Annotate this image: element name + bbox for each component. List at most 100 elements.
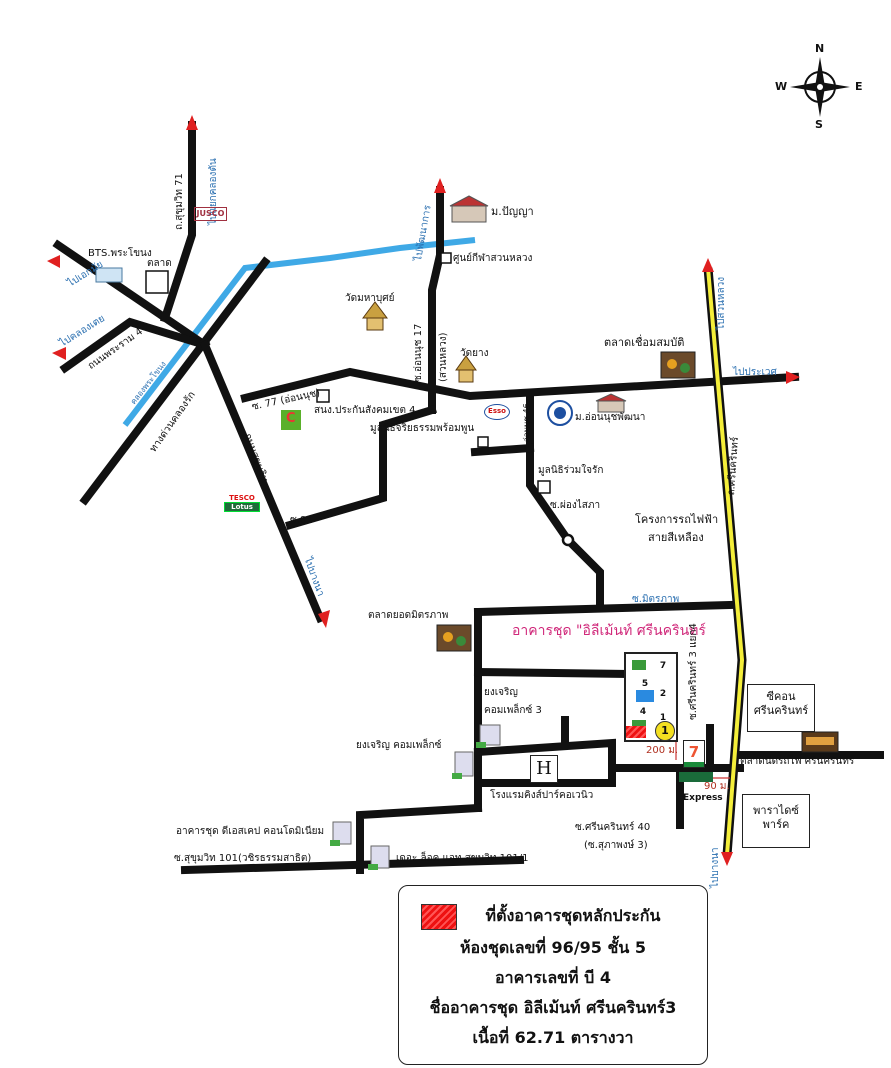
condo-yong-icon <box>452 751 474 779</box>
local-road-2 <box>473 667 630 679</box>
soi-phong-label: ซ.ผ่องไสภา <box>550 500 601 511</box>
arrow-south-bangna2 <box>721 852 733 866</box>
soi40b-label: (ซ.สุภาพงษ์ 3) <box>584 840 648 851</box>
skytrain-label-2: สายสีเหลือง <box>648 531 704 544</box>
site-block-7: 7 <box>659 661 667 671</box>
hotel-label: โรงแรมคิงส์ปาร์คอเวนิว <box>490 790 594 801</box>
soi-onnut17-label: ซ.อ่อนนุช 17 <box>413 323 424 382</box>
foundation-mirror-label: มูลนิธิจริยธรรมพร้อมพูน <box>370 423 475 434</box>
the-clock-label: เดอะ ล็อค แอท สุขุมวิท 101/1 <box>396 853 529 864</box>
onnut-logo-icon <box>547 400 573 426</box>
rama4-road-west <box>59 317 210 374</box>
soi40-label: ซ.ศรีนครินทร์ 40 <box>575 822 651 833</box>
site-block-2: 2 <box>659 689 667 699</box>
legend-title: ที่ตั้งอาคารชุดหลักประกัน <box>485 906 661 925</box>
local-road-3 <box>473 738 616 787</box>
arrow-west-khlongtoei <box>52 347 66 360</box>
tesco-text: TESCO <box>229 494 255 502</box>
skytrain-label-1: โครงการรถไฟฟ้า <box>635 513 719 526</box>
soi-link-road <box>285 405 437 530</box>
site-pool <box>636 690 654 702</box>
sport-center-box <box>440 252 452 264</box>
legend-unit: ห้องชุดเลขที่ 96/95 ชั้น 5 <box>460 938 646 957</box>
legend-condo: ชื่ออาคารชุด อิลีเม้นท์ ศรีนครินทร์3 <box>429 998 677 1017</box>
foundation-ruam-box <box>537 480 551 494</box>
sso-label: สนง.ประกันสังคมเขต 4 <box>314 405 416 416</box>
c-store-logo: C <box>286 411 296 426</box>
tesco-lotus-logo: TESCO Lotus <box>224 494 260 512</box>
seven-eleven-digit: 7 <box>688 743 700 761</box>
seacon-box: ซีคอน ศรีนครินทร์ <box>747 684 815 732</box>
market-yod-label: ตลาดยอดมิตรภาพ <box>368 610 449 621</box>
legend-area: เนื้อที่ 62.71 ตารางวา <box>472 1028 634 1047</box>
legend-box: ที่ตั้งอาคารชุดหลักประกัน ห้องชุดเลขที่ … <box>398 885 708 1065</box>
temple-mahabut-icon <box>362 301 388 331</box>
arrow-north-pattanakarn <box>434 178 446 193</box>
wat-mahabut-label: วัดมหาบุศย์ <box>345 293 395 304</box>
local-road-6 <box>356 803 483 874</box>
onnut17-road <box>428 186 444 414</box>
bts-label: BTS.พระโขนง <box>88 248 152 259</box>
bts-icon <box>95 267 123 283</box>
dscape-label: อาคารชุด ดีเอสเคป คอนโดมิเนียม <box>176 826 325 837</box>
esso-logo: Esso <box>484 404 510 420</box>
sport-center-label: ศูนย์กีฬาสวนหลวง <box>453 253 533 264</box>
sukhumvit-road <box>199 339 326 624</box>
jusco-logo: JUSCO <box>194 207 227 221</box>
train-market-icon <box>801 731 839 753</box>
seven-eleven-stripe <box>684 762 704 767</box>
compass-w: W <box>775 80 788 93</box>
arrow-west-ekkamai <box>47 255 60 268</box>
site-target-unit <box>626 726 646 738</box>
paradise-park-box: พาราไดซ์ พาร์ค <box>742 794 810 848</box>
market-chuem-icon <box>660 351 696 379</box>
sukhumvit71-label: ถ.สุขุมวิท 71 <box>174 173 185 230</box>
temple-yang-icon <box>455 355 477 383</box>
expressway-road <box>79 256 271 506</box>
site-block-1: 1 <box>659 713 667 723</box>
legend-swatch <box>421 904 457 930</box>
suan-luang-label: (สวนหลวง) <box>438 332 449 382</box>
mitr-road <box>473 600 735 617</box>
soi-entry-label: ซ.ศรีนครินทร์ 3 แยก4 <box>688 623 699 720</box>
condo-yong3-icon <box>476 724 501 748</box>
train-market-label: ตลาดนัดรถไฟ ศรีนครินทร์ <box>740 756 855 767</box>
soi-onnut46-label: ซ.อ่อนนุช 46 <box>522 403 531 450</box>
arrow-north-srinakarin <box>702 258 714 272</box>
wat-yang-label: วัดยาง <box>460 348 489 359</box>
seven-eleven-icon: 7 <box>683 740 705 768</box>
yongcharoen3-label-1: ยงเจริญ <box>484 687 518 698</box>
local-road-7 <box>470 443 535 457</box>
market-box <box>145 270 169 294</box>
seacon-label-2: ศรีนครินทร์ <box>753 704 809 717</box>
dist200-label: 200 ม. <box>646 745 679 756</box>
to-prawet-label: ไปประเวศ <box>733 367 777 378</box>
express-icon <box>679 772 713 782</box>
yongcharoen-label: ยงเจริญ คอมเพล็กซ์ <box>356 740 442 751</box>
arrow-east-prawet <box>786 371 800 384</box>
seacon-label-1: ซีคอน <box>766 690 796 703</box>
house-onnut-icon <box>595 393 627 413</box>
compass-s: S <box>815 118 823 131</box>
soi77-road <box>240 367 800 403</box>
arrow-north-sukhumvit71 <box>186 115 198 130</box>
m-onnut-label: ม.อ่อนนุชพัฒนา <box>575 412 646 423</box>
foundation-ruam-label: มูลนิธิร่วมใจรัก <box>538 465 604 476</box>
compass-n: N <box>815 42 825 55</box>
canal-line <box>122 237 476 427</box>
house-panya-icon <box>449 195 489 223</box>
site-block-4: 4 <box>639 707 647 717</box>
paradise-label-1: พาราไดซ์ <box>753 804 799 817</box>
soi101-label: ซ.สุขุมวิท 101(วชิรธรรมสาธิต) <box>174 853 312 864</box>
sso-box <box>316 389 330 403</box>
srinakarin-highway-fill <box>706 267 745 856</box>
sukhumvit71-road <box>159 121 196 324</box>
dist90-label: 90 ม. <box>704 781 730 792</box>
soi-mitr-label: ซ.มิตรภาพ <box>632 594 680 605</box>
soi101-road <box>180 855 525 875</box>
condo-clock-icon <box>368 845 390 870</box>
paradise-label-2: พาร์ค <box>762 818 790 831</box>
lotus-text: Lotus <box>224 502 260 512</box>
market-label: ตลาด <box>147 258 172 269</box>
